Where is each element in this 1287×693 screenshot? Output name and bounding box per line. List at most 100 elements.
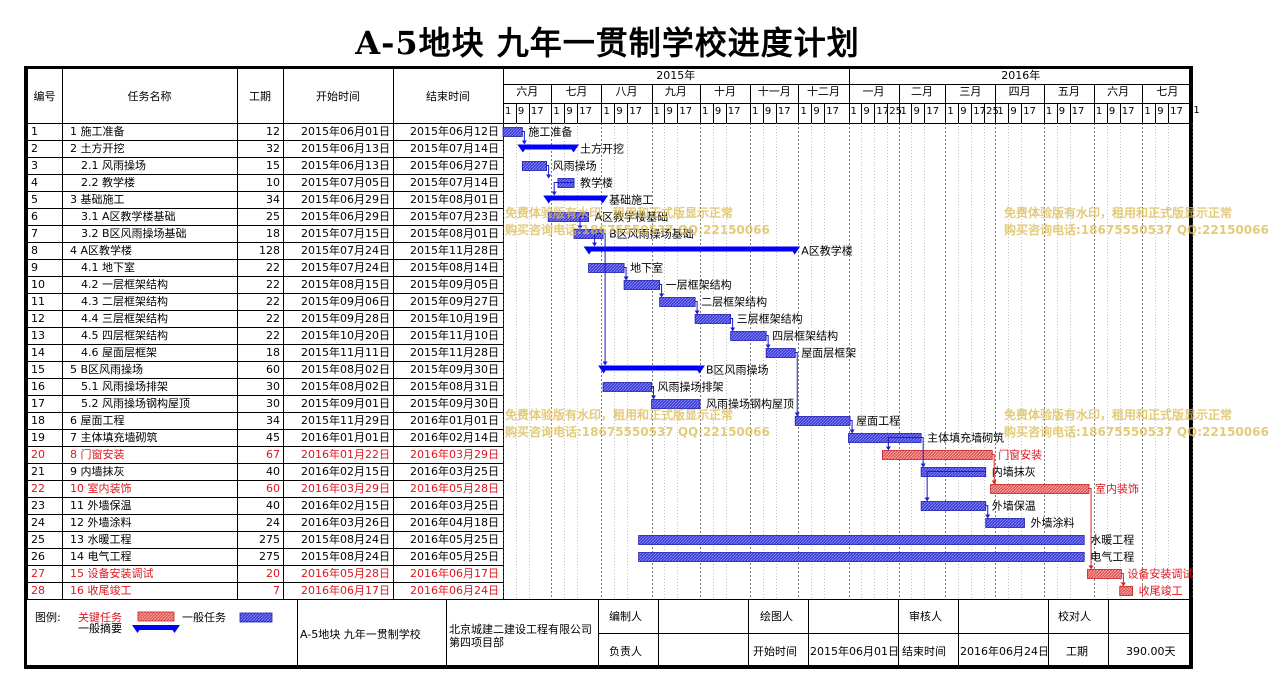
- task-bar: [623, 280, 661, 290]
- day-tick: 17: [926, 107, 940, 117]
- month-label: 七月: [565, 86, 588, 98]
- watermark-line: 购买咨询电话:18675550537 QQ:22150066: [1004, 223, 1269, 237]
- grid-line: [874, 103, 875, 123]
- bar-label: 门窗安装: [998, 448, 1042, 462]
- task-start: 2015年08月24日: [301, 551, 390, 563]
- task-number: 17: [31, 398, 45, 410]
- task-bar: [985, 518, 1025, 528]
- dependency-arrow: [551, 191, 557, 196]
- day-tick: 9: [1058, 107, 1066, 117]
- task-duration: 32: [266, 143, 280, 155]
- bar-label: 设备安装调试: [1127, 567, 1193, 581]
- task-start: 2015年07月15日: [301, 228, 390, 240]
- day-tick: 1: [1144, 107, 1151, 117]
- grid-line: [446, 599, 447, 669]
- task-start: 2015年11月29日: [301, 415, 390, 427]
- grid-line: [798, 103, 799, 123]
- day-tick: 25: [889, 107, 902, 117]
- footer-start-label: 开始时间: [753, 646, 797, 658]
- day-tick: 9: [666, 107, 673, 117]
- month-label: 六月: [1107, 86, 1130, 98]
- grid-line: [1108, 599, 1109, 669]
- bar-label: 屋面层框架: [801, 347, 856, 360]
- task-duration: 24: [266, 517, 280, 529]
- bar-label: 施工准备: [528, 125, 572, 139]
- task-number: 7: [31, 228, 38, 240]
- grid-line: [824, 103, 825, 123]
- dependency-arrow: [546, 174, 552, 179]
- grid-line: [1142, 103, 1143, 123]
- month-label: 一月: [862, 86, 885, 98]
- task-name: 8 门窗安装: [70, 449, 125, 461]
- task-duration: 22: [266, 262, 280, 274]
- task-number: 22: [31, 483, 45, 495]
- grid-line: [1120, 103, 1121, 123]
- task-end: 2015年07月14日: [410, 143, 499, 155]
- grid-line: [27, 497, 503, 498]
- task-end: 2015年06月27日: [410, 160, 499, 172]
- grid-line: [601, 103, 602, 123]
- task-number: 27: [31, 568, 45, 580]
- task-end: 2015年10月19日: [410, 313, 499, 325]
- grid-line: [62, 69, 63, 599]
- task-duration: 18: [266, 347, 280, 359]
- bar-label: 地下室: [630, 261, 663, 275]
- grid-line: [849, 103, 850, 123]
- bar-label: 四层框架结构: [772, 329, 838, 343]
- task-bar: [521, 161, 547, 171]
- task-start: 2016年01月01日: [301, 432, 390, 444]
- task-bar: [502, 127, 523, 137]
- task-number: 15: [31, 364, 45, 376]
- bar-label: B区风雨操场: [706, 363, 769, 377]
- summary-cap: [789, 246, 801, 255]
- column-header-name: 任务名称: [127, 89, 172, 103]
- legend-normal-swatch: [239, 612, 273, 623]
- day-tick: 1: [1193, 106, 1200, 116]
- task-start: 2015年06月13日: [301, 160, 390, 172]
- grid-line: [945, 103, 946, 123]
- task-name: 3 基础施工: [70, 194, 125, 206]
- task-end: 2015年08月31日: [410, 381, 499, 393]
- task-bar: [765, 348, 796, 358]
- day-tick: 9: [1108, 107, 1116, 117]
- day-tick: 17: [727, 107, 741, 117]
- dependency-line: [1089, 488, 1092, 568]
- grid-line: [27, 548, 503, 549]
- grid-line: [748, 599, 749, 669]
- day-tick: 17: [1071, 107, 1085, 117]
- footer-start-value: 2015年06月01日: [810, 646, 898, 658]
- legend-normal-label: 一般任务: [182, 612, 226, 624]
- schedule-frame: [24, 66, 1193, 669]
- task-name: 3.1 A区教学楼基础: [81, 211, 176, 223]
- task-duration: 34: [266, 415, 280, 427]
- column-header-start: 开始时间: [316, 89, 360, 103]
- task-number: 24: [31, 517, 45, 529]
- grid-line: [849, 69, 850, 84]
- day-tick: 9: [764, 107, 772, 117]
- task-bar: [730, 331, 767, 341]
- legend-critical-swatch: [137, 611, 175, 622]
- task-name: 7 主体填充墙砌筑: [70, 432, 158, 444]
- month-label: 二月: [910, 86, 933, 98]
- month-label: 十二月: [806, 86, 840, 98]
- task-end: 2016年05月28日: [410, 483, 499, 495]
- task-name: 11 外墙保温: [70, 500, 132, 512]
- grid-line: [911, 103, 912, 123]
- watermark-line: 购买咨询电话:18675550537 QQ:22150066: [505, 425, 770, 439]
- task-duration: 22: [266, 296, 280, 308]
- task-start: 2015年06月01日: [301, 126, 390, 138]
- watermark-line: 免费体验版有水印，租用和正式版显示正常: [1004, 408, 1233, 422]
- dependency-arrow: [924, 497, 930, 502]
- dependency-line: [603, 233, 606, 364]
- task-name: 4.3 二层框架结构: [81, 296, 168, 308]
- task-start: 2015年09月01日: [301, 398, 390, 410]
- dependency-arrow: [694, 310, 700, 315]
- grid-line: [297, 599, 298, 669]
- task-duration: 10: [266, 177, 280, 189]
- grid-line: [503, 84, 1193, 85]
- grid-line: [664, 103, 665, 123]
- critical-task-bar: [1119, 586, 1134, 596]
- grid-line: [27, 123, 503, 124]
- task-end: 2015年07月23日: [410, 211, 499, 223]
- grid-line: [614, 103, 615, 123]
